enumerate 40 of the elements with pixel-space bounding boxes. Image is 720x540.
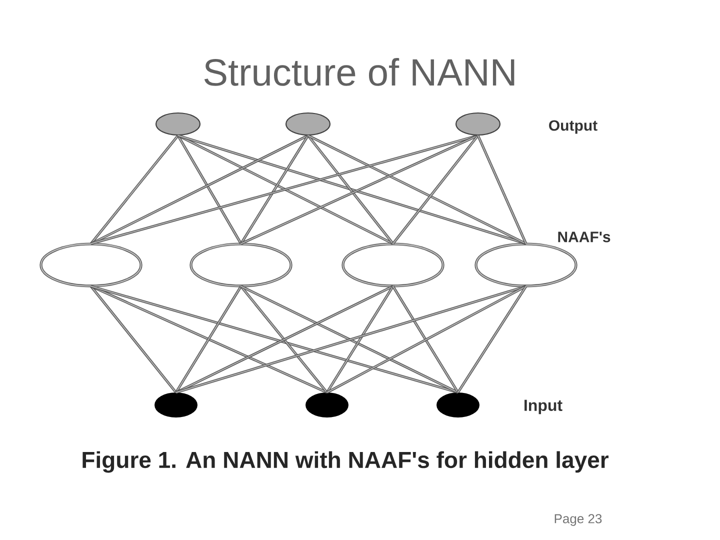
layer-label: Input — [524, 400, 562, 414]
title: Structure of NANN — [204, 58, 514, 86]
connection-line — [90, 286, 177, 394]
neuron-ellipse — [154, 392, 198, 418]
connection-line — [307, 134, 527, 245]
connection-line — [456, 286, 528, 394]
connection-line — [240, 134, 310, 244]
neuron-ellipse — [455, 112, 501, 136]
connection-line — [240, 285, 459, 394]
connection-line — [176, 134, 242, 244]
layer-label: Output — [549, 120, 598, 134]
neuron-ellipse — [306, 392, 348, 418]
connection-line — [90, 134, 179, 244]
connection-line — [90, 285, 458, 394]
connection-line — [177, 134, 394, 245]
neuron-ellipse — [474, 242, 578, 288]
connection-line — [90, 285, 328, 394]
connection-line — [240, 134, 479, 245]
connection-line — [392, 286, 460, 394]
connection-line — [174, 286, 242, 394]
neuron-ellipse — [436, 392, 480, 418]
connection-line — [307, 134, 394, 244]
connection-line — [90, 134, 309, 245]
neuron-ellipse — [285, 112, 331, 136]
connection-line — [326, 286, 394, 394]
connection-line — [476, 135, 528, 244]
connection-line — [90, 134, 478, 245]
layer-label: NAAF's — [558, 232, 610, 242]
connection-line — [240, 286, 328, 394]
page-number: Page 23 — [554, 514, 602, 526]
figure-caption: Figure 1. An NANN with NAAF's for hidden layer — [82, 451, 608, 473]
connection-line — [175, 285, 394, 394]
neuron-ellipse — [190, 242, 292, 288]
connection-line — [392, 134, 479, 244]
neuron-ellipse — [342, 242, 444, 288]
neuron-ellipse — [40, 242, 142, 288]
connection-line — [178, 134, 526, 245]
connection-line — [176, 285, 526, 394]
connection-line — [326, 285, 527, 394]
neuron-ellipse — [155, 112, 201, 136]
